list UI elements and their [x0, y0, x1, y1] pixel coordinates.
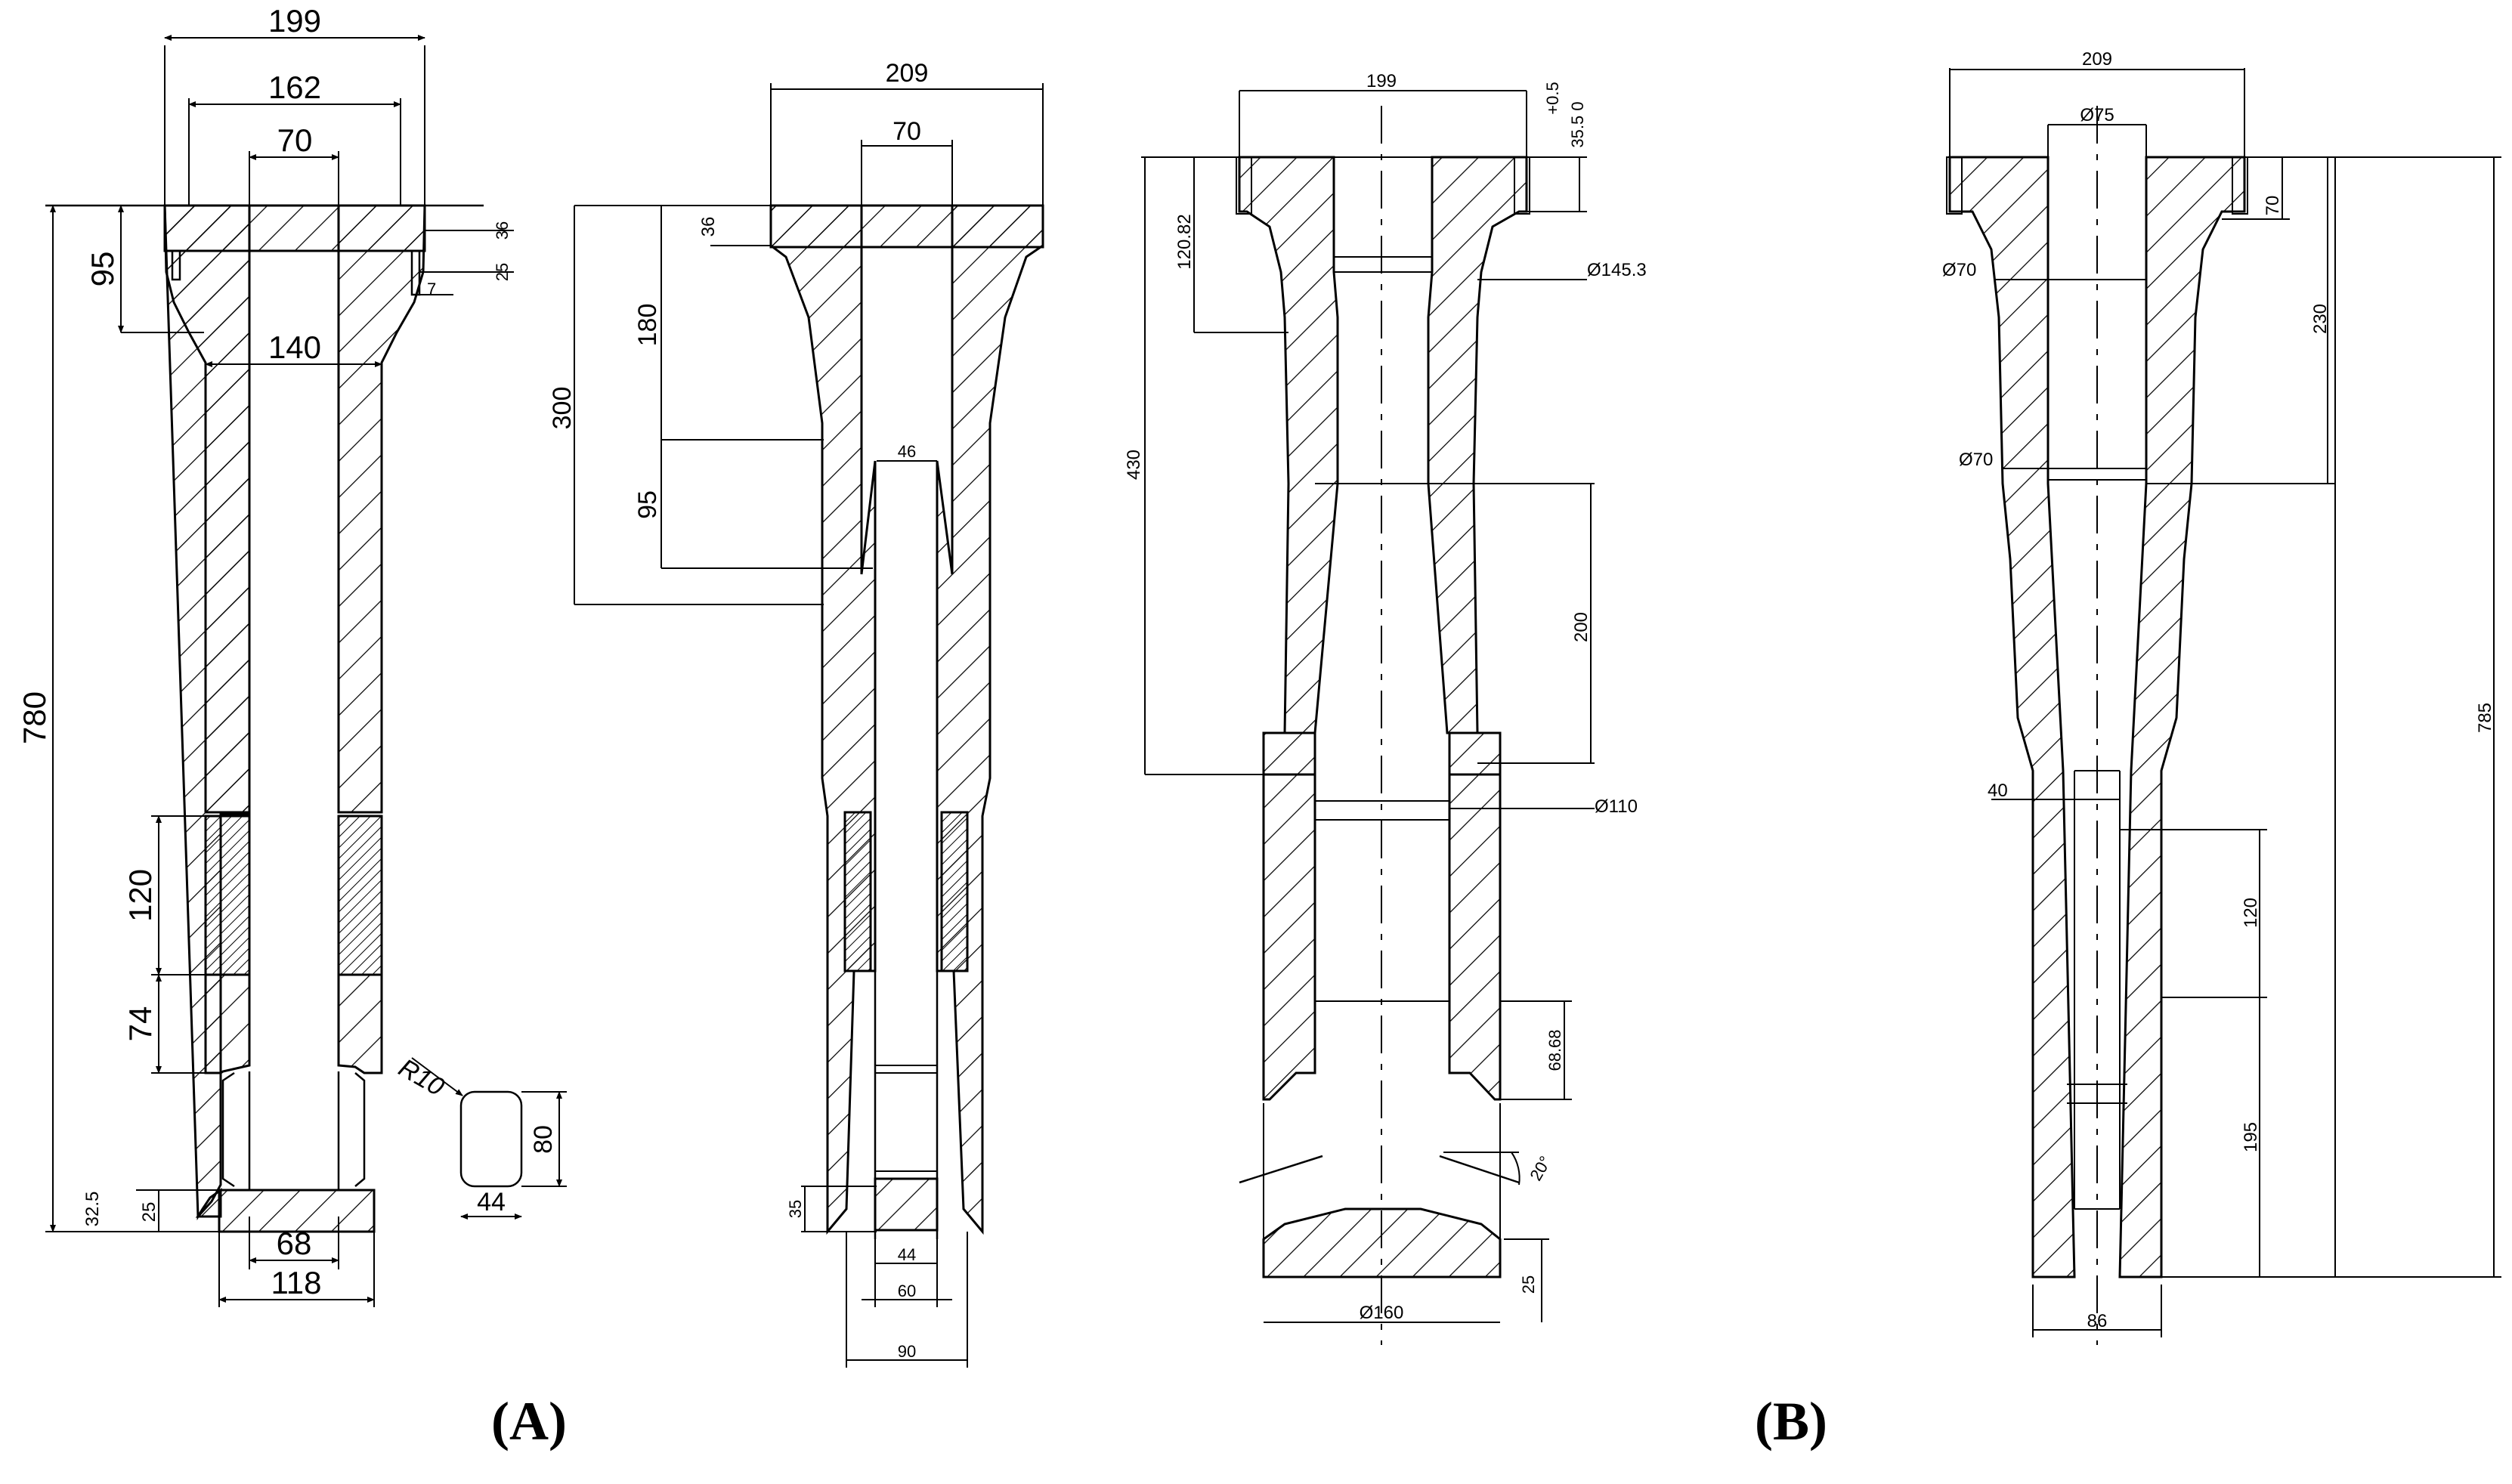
d1-dim-7: 7 — [427, 280, 436, 298]
d3-dim-200: 200 — [1571, 612, 1592, 642]
d2-dim-70: 70 — [893, 117, 921, 146]
panel-b-caption: (B) — [1755, 1391, 1827, 1452]
d4-dim-40: 40 — [1988, 781, 2008, 801]
d3-dim-430: 430 — [1124, 450, 1144, 480]
d2-dim-300: 300 — [548, 387, 577, 430]
d4-dim-785: 785 — [2475, 703, 2495, 733]
d1-dim-140: 140 — [268, 329, 321, 365]
d2-dim-36: 36 — [698, 217, 719, 237]
d4-dim-75: Ø75 — [2080, 105, 2114, 125]
d2-dim-180: 180 — [633, 304, 662, 347]
d1-dim-199: 199 — [268, 3, 321, 39]
drawing-1-nozzle-section: 199 162 70 95 140 780 120 74 R10 80 44 3… — [17, 3, 567, 1307]
d4-dim-230: 230 — [2310, 304, 2331, 334]
d1-dim-80: 80 — [529, 1125, 558, 1154]
d4-dim-120: 120 — [2241, 898, 2261, 928]
d2-dim-95: 95 — [633, 490, 662, 519]
d1-dim-780: 780 — [17, 691, 52, 744]
d4-dim-70: 70 — [2263, 196, 2283, 216]
drawing-4-nozzle-section: 209 Ø75 70 Ø70 230 Ø70 785 40 120 195 86 — [1942, 49, 2501, 1345]
panel-a-caption: (A) — [491, 1391, 567, 1452]
d1-dim-25b: 25 — [493, 263, 512, 281]
d1-dim-74: 74 — [122, 1006, 158, 1042]
d2-dim-209: 209 — [886, 59, 929, 88]
d1-dim-36: 36 — [493, 221, 512, 240]
d1-dim-95: 95 — [85, 252, 120, 287]
d3-dim-68-68: 68.68 — [1545, 1029, 1564, 1071]
d3-dim-145-3: Ø145.3 — [1587, 260, 1647, 280]
d1-dim-25: 25 — [139, 1202, 159, 1223]
d3-dim-199: 199 — [1366, 71, 1397, 91]
d2-dim-44: 44 — [898, 1245, 916, 1264]
d2-dim-60: 60 — [898, 1281, 916, 1300]
d3-dim-tol-upper: +0.5 — [1543, 82, 1562, 114]
d3-dim-35-5: 35.5 0 — [1568, 101, 1587, 147]
d1-dim-44: 44 — [477, 1188, 506, 1217]
d2-dim-46: 46 — [898, 442, 916, 461]
drawing-2-nozzle-section: 209 70 36 180 300 95 46 35 44 60 90 — [548, 59, 1044, 1368]
d4-dim-70-lower: Ø70 — [1959, 450, 1993, 470]
d4-dim-86: 86 — [2087, 1311, 2108, 1331]
d4-dim-209: 209 — [2082, 49, 2112, 70]
d1-dim-68: 68 — [277, 1226, 312, 1261]
d3-dim-160: Ø160 — [1360, 1303, 1404, 1323]
d1-dim-70: 70 — [277, 122, 313, 158]
d3-dim-120-82: 120.82 — [1174, 214, 1195, 269]
d1-dim-r10: R10 — [394, 1053, 449, 1102]
d1-dim-162: 162 — [268, 70, 321, 105]
d3-dim-25: 25 — [1519, 1275, 1538, 1294]
d4-dim-70-upper: Ø70 — [1942, 260, 1976, 280]
d1-dim-120: 120 — [122, 869, 158, 922]
d3-dim-110: Ø110 — [1595, 796, 1638, 817]
d1-dim-118: 118 — [271, 1265, 322, 1300]
d2-dim-90: 90 — [898, 1342, 916, 1361]
drawing-3-nozzle-section: 199 +0.5 35.5 0 120.82 Ø145.3 430 200 Ø1… — [1124, 71, 1647, 1345]
d3-dim-20deg: 20° — [1526, 1153, 1555, 1184]
d4-dim-195: 195 — [2241, 1122, 2261, 1152]
d2-dim-35: 35 — [786, 1200, 805, 1218]
d1-dim-32-5: 32.5 — [82, 1192, 103, 1227]
